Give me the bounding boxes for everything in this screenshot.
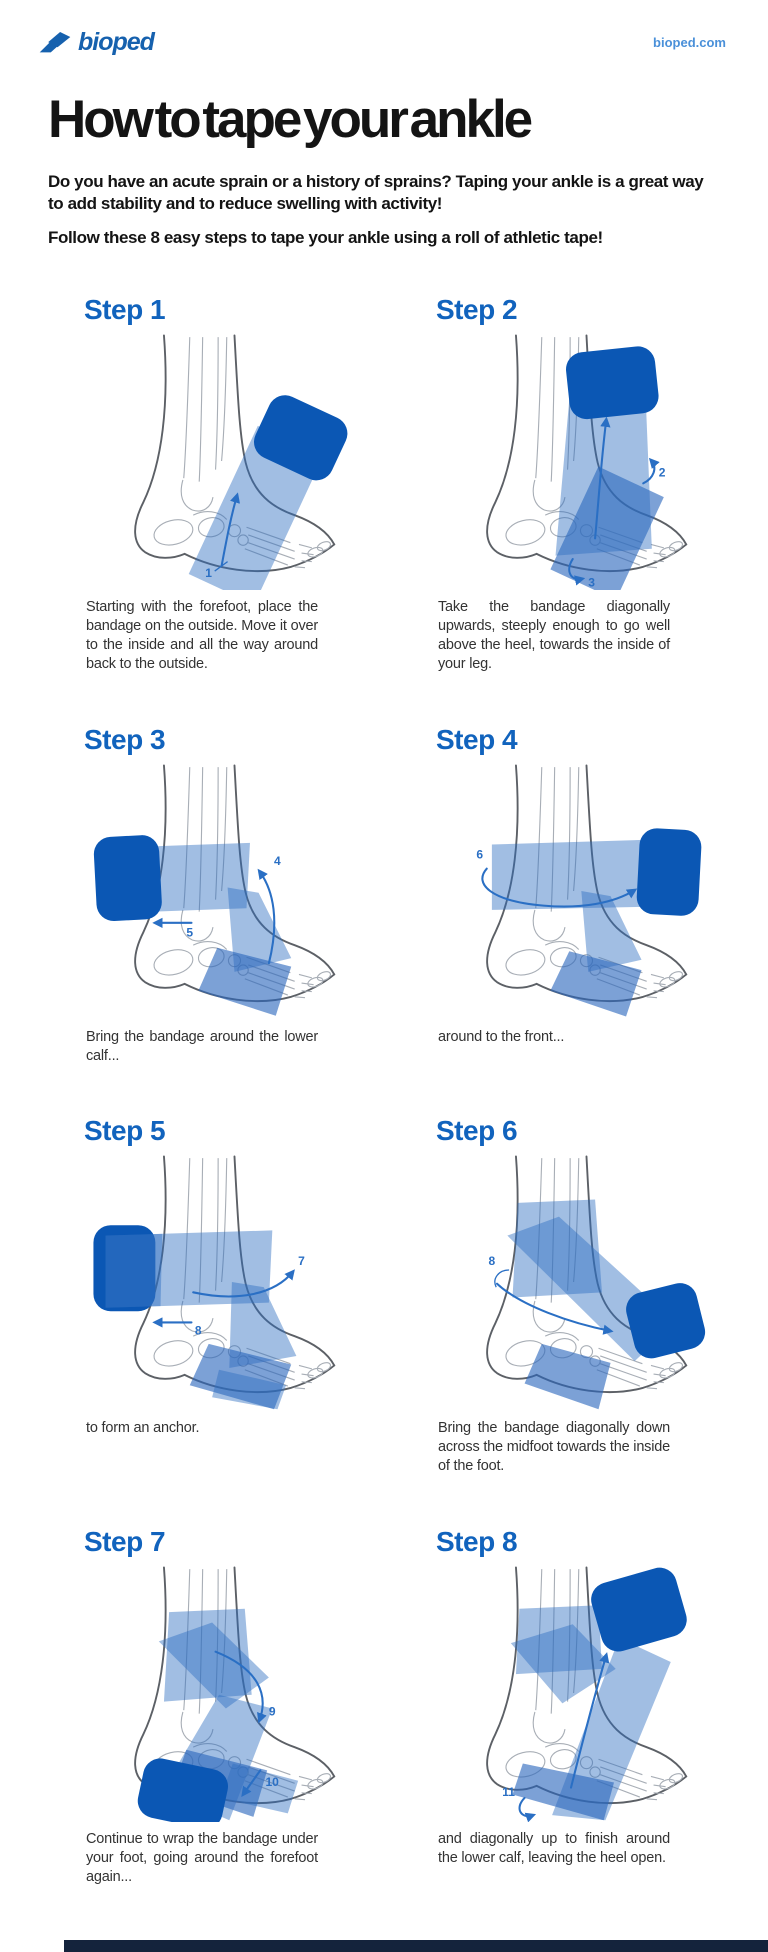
figure-label: 2 <box>659 466 666 480</box>
ankle-illustration-step-2: 2 3 <box>486 334 688 591</box>
intro: Do you have an acute sprain or a history… <box>48 171 720 248</box>
ankle-illustration-step-5: 7 8 <box>93 1155 336 1410</box>
step-2-heading: Step 2 <box>436 294 518 326</box>
figure-label: 3 <box>588 576 595 590</box>
site-link[interactable]: bioped.com <box>653 35 726 50</box>
step-5-figure: 7 8 <box>64 1153 374 1411</box>
logo-text: bioped <box>78 28 155 56</box>
step-8-card: Step 8 11 and diagonally up to finish ar… <box>416 1502 752 1913</box>
step-6-card: Step 6 8 Bring the bandage diagonally do… <box>416 1091 752 1502</box>
bioped-logo: bioped <box>38 28 155 57</box>
step-3-figure: 4 5 <box>64 762 374 1020</box>
footer-bar <box>64 1940 768 1952</box>
step-8-caption: and diagonally up to finish around the l… <box>438 1830 670 1866</box>
figure-label: 8 <box>488 1254 495 1268</box>
ankle-illustration-step-3: 4 5 <box>93 764 336 1016</box>
figure-label: 9 <box>269 1704 276 1718</box>
steps-grid: Step 1 1 Starting with the forefoot, pla… <box>0 270 768 1912</box>
step-7-heading: Step 7 <box>84 1525 166 1557</box>
ankle-illustration-step-1: 1 <box>134 334 348 591</box>
figure-label: 5 <box>186 925 193 939</box>
logo-swoosh-icon <box>39 31 71 52</box>
intro-paragraph-2: Follow these 8 easy steps to tape your a… <box>48 227 603 247</box>
step-4-figure: 6 <box>416 762 726 1020</box>
step-1-figure: 1 <box>64 332 374 591</box>
figure-label: 6 <box>476 847 483 861</box>
step-5-card: Step 5 7 8 to form an anchor. <box>64 1091 400 1502</box>
step-6-figure: 8 <box>416 1153 726 1411</box>
ankle-illustration-step-8: 11 <box>486 1566 688 1822</box>
step-5-caption: to form an anchor. <box>86 1420 200 1437</box>
figure-label: 7 <box>298 1254 305 1268</box>
ankle-illustration-step-7: 9 10 <box>134 1566 336 1822</box>
figure-label: 1 <box>205 566 212 580</box>
step-5-heading: Step 5 <box>84 1115 166 1147</box>
step-2-caption: Take the bandage diagonally upwards, ste… <box>438 599 670 672</box>
step-1-heading: Step 1 <box>84 294 166 326</box>
figure-label: 10 <box>265 1775 279 1789</box>
header: bioped bioped.com <box>0 0 768 57</box>
figure-label: 8 <box>195 1324 202 1338</box>
step-7-figure: 9 10 <box>64 1564 374 1822</box>
step-2-card: Step 2 2 3 Take the bandage diagonally u… <box>416 270 752 699</box>
step-7-card: Step 7 9 10 Continue to wrap the bandage… <box>64 1502 400 1913</box>
step-4-card: Step 4 6 around to the front... <box>416 700 752 1092</box>
step-6-heading: Step 6 <box>436 1115 518 1147</box>
step-4-heading: Step 4 <box>436 723 518 755</box>
step-6-caption: Bring the bandage diagonally down across… <box>438 1420 670 1475</box>
ankle-illustration-step-6: 8 <box>486 1155 706 1410</box>
intro-paragraph-1: Do you have an acute sprain or a history… <box>48 172 704 213</box>
step-4-caption: around to the front... <box>438 1028 565 1045</box>
step-3-caption: Bring the bandage around the lower calf.… <box>86 1028 318 1064</box>
step-8-heading: Step 8 <box>436 1525 518 1557</box>
step-7-caption: Continue to wrap the bandage under your … <box>86 1830 318 1885</box>
step-1-card: Step 1 1 Starting with the forefoot, pla… <box>64 270 400 699</box>
figure-label: 11 <box>502 1785 515 1799</box>
step-3-heading: Step 3 <box>84 723 166 755</box>
step-8-figure: 11 <box>416 1564 726 1822</box>
step-2-figure: 2 3 <box>416 332 726 591</box>
ankle-illustration-step-4: 6 <box>476 764 702 1017</box>
step-3-card: Step 3 4 5 Bring the bandage around the … <box>64 700 400 1092</box>
page-title: How to tape your ankle <box>48 90 533 149</box>
step-1-caption: Starting with the forefoot, place the ba… <box>86 599 318 672</box>
figure-label: 4 <box>274 854 281 868</box>
